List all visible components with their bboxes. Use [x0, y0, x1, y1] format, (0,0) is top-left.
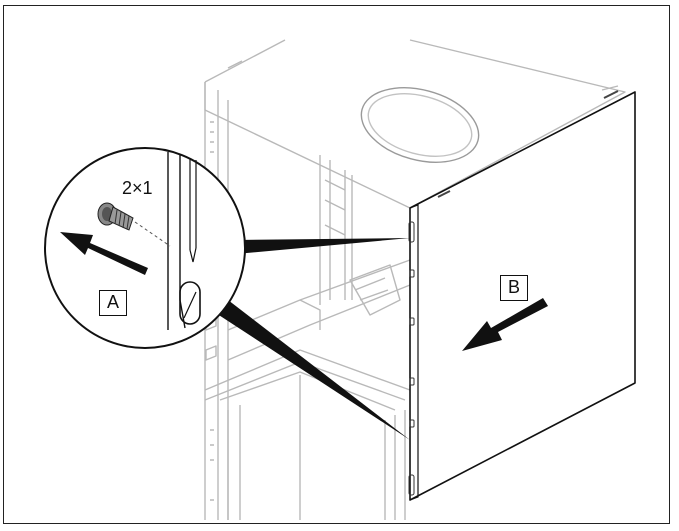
screw-quantity-label: 2×1	[122, 178, 153, 198]
arrow-icon	[462, 298, 548, 351]
step-label-a: A	[99, 290, 127, 316]
arrow-icon	[60, 232, 148, 275]
step-label-b: B	[500, 275, 528, 301]
zoom-pointers	[205, 238, 410, 440]
zoom-detail-circle	[44, 147, 246, 349]
unit-frame	[204, 39, 626, 520]
screw-icon	[97, 202, 134, 231]
figure-frame	[3, 5, 670, 524]
